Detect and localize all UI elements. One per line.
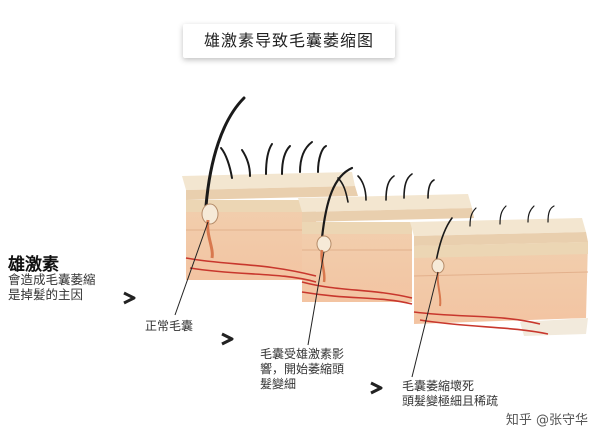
pointer-dead [411,271,439,378]
hair-dead [435,205,555,263]
label-dead-follicle: 毛囊萎縮壞死 頭髮變極細且稀疏 [402,379,499,408]
follicle-dead [431,258,445,307]
label-normal-follicle: 正常毛囊 [145,319,194,333]
androgen-heading: 雄激素 [8,255,59,275]
arrow-icon-2 [221,332,234,346]
arrow-icon-3 [370,381,383,395]
pointer-lines [174,221,439,378]
arrow-icon-1 [123,291,136,305]
pointer-normal [174,221,209,316]
hair-shrinking [320,166,435,240]
diagram-title: 雄激素导致毛囊萎缩图 [183,24,395,58]
androgen-cause-text: 會造成毛囊萎縮 是掉髮的主因 [8,272,96,302]
arrows [123,291,383,395]
hair-normal [204,96,327,208]
follicle-shrinking [316,235,332,283]
watermark: 知乎 @张守华 [505,413,588,428]
pointer-shrinking [307,251,325,346]
skin-block-normal [182,172,358,280]
label-shrinking-follicle: 毛囊受雄激素影 響，開始萎縮頭 髮變細 [260,347,345,391]
